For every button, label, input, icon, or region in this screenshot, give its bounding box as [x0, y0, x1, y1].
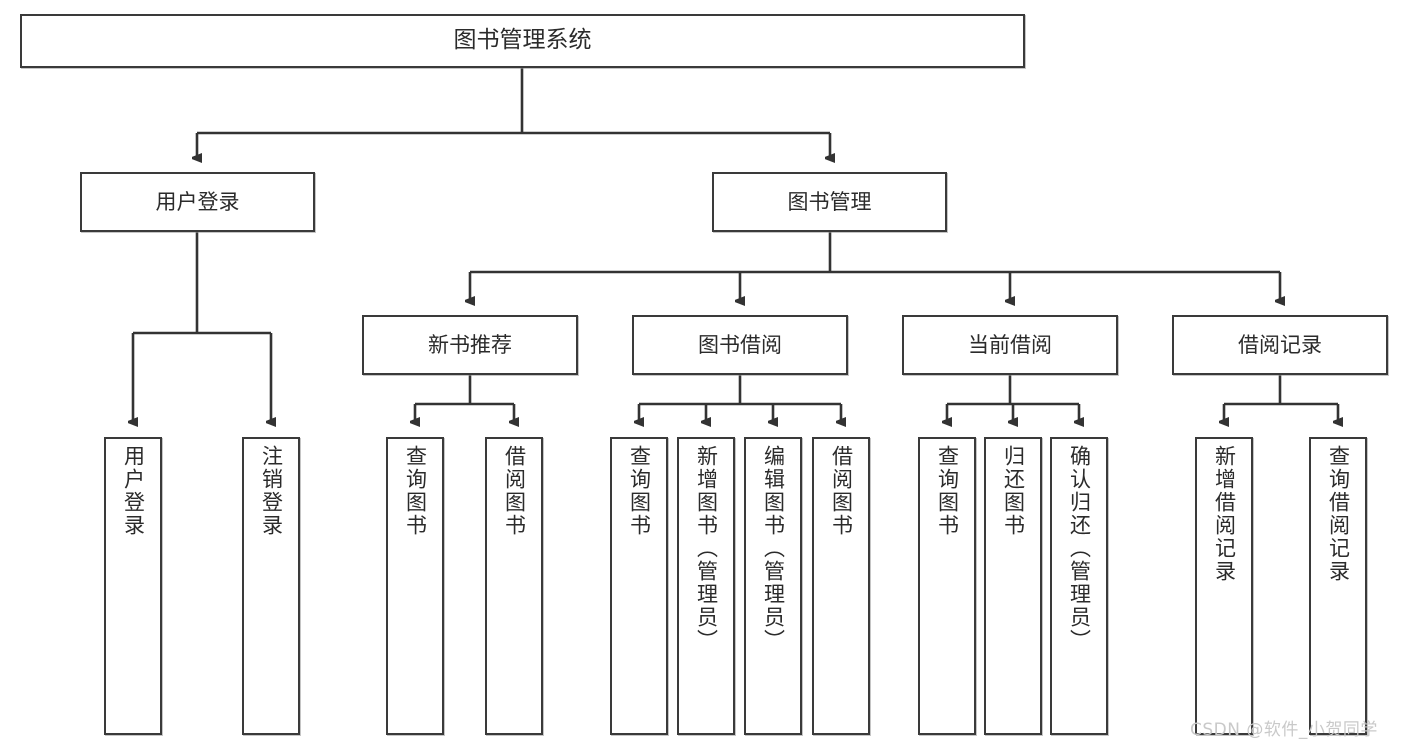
node-book-borrow[interactable]: 图书借阅 — [632, 315, 848, 375]
leaf-borrow-book[interactable]: 借阅图书 — [812, 437, 870, 735]
node-label: 新增图书（管理员） — [694, 445, 719, 652]
node-label: 查询图书 — [935, 445, 960, 537]
node-label: 归还图书 — [1001, 445, 1026, 537]
leaf-return-book[interactable]: 归还图书 — [984, 437, 1042, 735]
node-label: 当前借阅 — [968, 332, 1052, 357]
leaf-confirm-return-admin[interactable]: 确认归还（管理员） — [1050, 437, 1108, 735]
node-label: 新增借阅记录 — [1212, 445, 1237, 583]
csdn-watermark: CSDN @软件_小贺同学 — [1190, 720, 1378, 740]
node-label: 借阅图书 — [502, 445, 527, 537]
leaf-borrow-book-recommend[interactable]: 借阅图书 — [485, 437, 543, 735]
node-root-book-management-system[interactable]: 图书管理系统 — [20, 14, 1025, 68]
node-book-management[interactable]: 图书管理 — [712, 172, 947, 232]
node-label: 确认归还（管理员） — [1067, 445, 1092, 652]
node-label: 图书管理 — [787, 189, 872, 214]
leaf-user-login[interactable]: 用户登录 — [104, 437, 162, 735]
node-new-book-recommend[interactable]: 新书推荐 — [362, 315, 578, 375]
node-label: 编辑图书（管理员） — [761, 445, 786, 652]
node-label: 图书借阅 — [698, 332, 782, 357]
leaf-query-book-borrow[interactable]: 查询图书 — [610, 437, 668, 735]
node-label: 查询图书 — [627, 445, 652, 537]
node-label: 查询图书 — [403, 445, 428, 537]
leaf-logout-login[interactable]: 注销登录 — [242, 437, 300, 735]
leaf-query-book-recommend[interactable]: 查询图书 — [386, 437, 444, 735]
node-label: 新书推荐 — [428, 332, 512, 357]
leaf-edit-book-admin[interactable]: 编辑图书（管理员） — [744, 437, 802, 735]
node-current-borrow[interactable]: 当前借阅 — [902, 315, 1118, 375]
node-user-login[interactable]: 用户登录 — [80, 172, 315, 232]
leaf-add-borrow-record[interactable]: 新增借阅记录 — [1195, 437, 1253, 735]
node-label: 注销登录 — [259, 445, 284, 537]
node-label: 借阅图书 — [829, 445, 854, 537]
leaf-query-borrow-record[interactable]: 查询借阅记录 — [1309, 437, 1367, 735]
node-borrow-record[interactable]: 借阅记录 — [1172, 315, 1388, 375]
node-label: 用户登录 — [155, 189, 240, 214]
leaf-query-book-current[interactable]: 查询图书 — [918, 437, 976, 735]
node-label: 借阅记录 — [1238, 332, 1322, 357]
node-label: 用户登录 — [121, 445, 146, 537]
node-label: 查询借阅记录 — [1326, 445, 1351, 583]
node-label: 图书管理系统 — [453, 27, 592, 54]
leaf-add-book-admin[interactable]: 新增图书（管理员） — [677, 437, 735, 735]
